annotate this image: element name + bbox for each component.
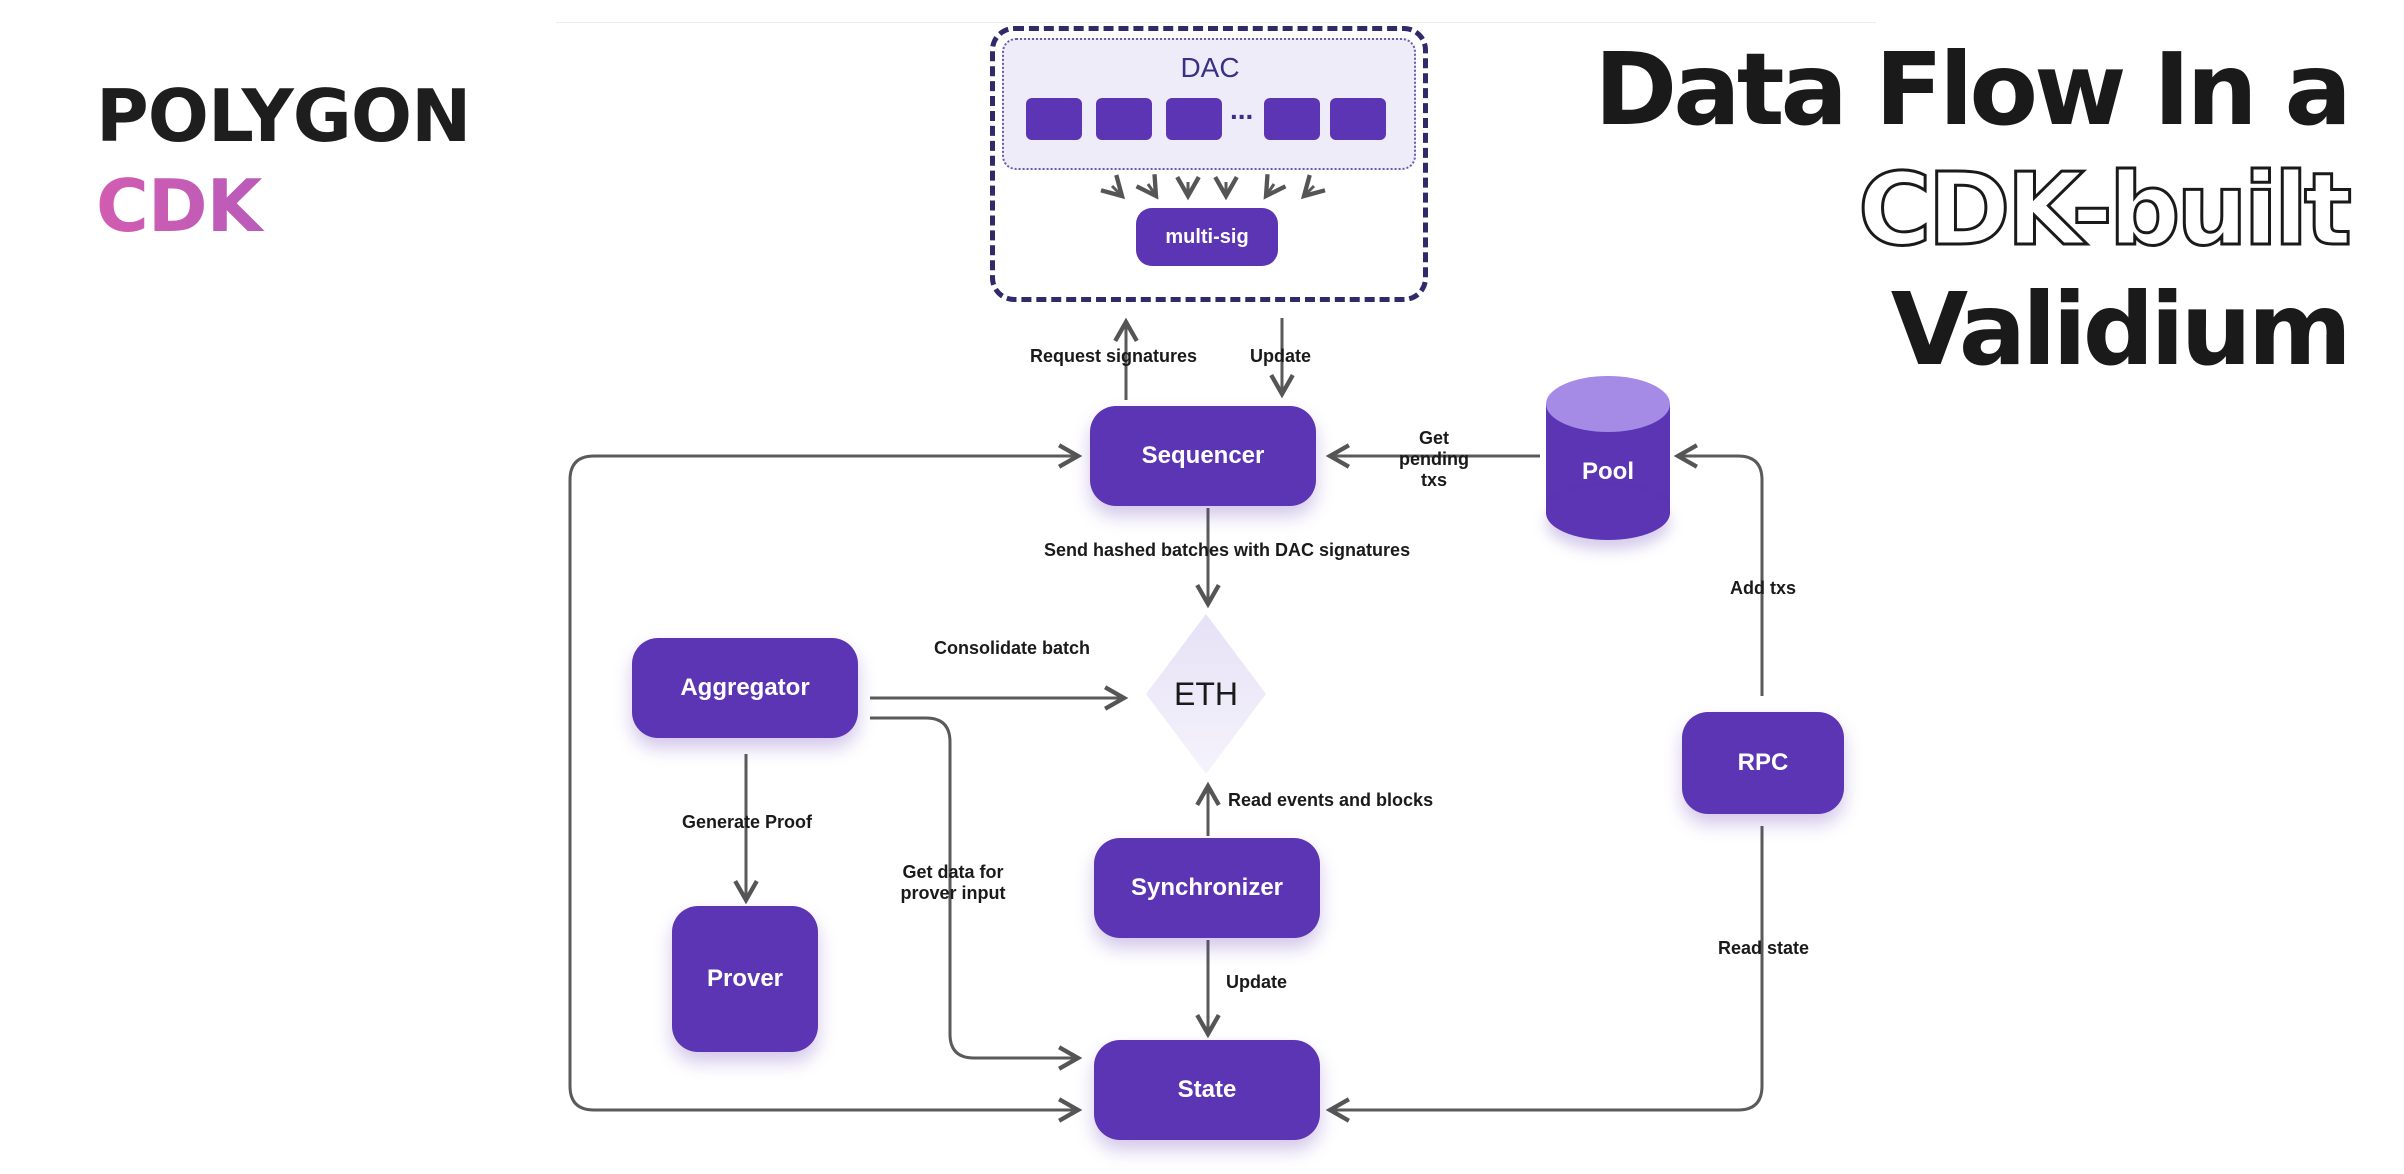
top-divider	[556, 22, 1876, 23]
label-update-top: Update	[1250, 346, 1312, 366]
eth-label: ETH	[1174, 676, 1238, 712]
pool-label: Pool	[1582, 458, 1634, 485]
pool-cylinder-bottom	[1546, 486, 1670, 540]
title-line-3: Validium	[1890, 271, 2352, 388]
label-get-pending-txs: Get pending txs	[1394, 428, 1474, 491]
dac-group	[990, 26, 1428, 302]
pool-node: Pool	[1546, 376, 1670, 540]
dac-label: DAC	[1180, 52, 1240, 83]
synchronizer-node: Synchronizer	[1094, 838, 1320, 938]
label-line: prover input	[900, 883, 1006, 903]
label-generate-proof: Generate Proof	[682, 812, 813, 832]
label-line: pending	[1399, 449, 1469, 469]
label-line: Get	[1418, 428, 1449, 448]
polygon-cdk-logo: POLYGON CDK	[96, 74, 471, 242]
logo-polygon: POLYGON	[96, 74, 471, 158]
label-add-txs: Add txs	[1730, 578, 1797, 598]
eth-node: ETH	[1146, 614, 1266, 774]
label-send-hashed-batches: Send hashed batches with DAC signatures	[1044, 540, 1411, 560]
dac-member	[1096, 98, 1152, 140]
state-node: State	[1094, 1040, 1320, 1140]
dac-member	[1166, 98, 1222, 140]
label-request-signatures: Request signatures	[1030, 346, 1198, 366]
multisig-node: multi-sig	[1136, 208, 1278, 266]
label-read-events-and-blocks: Read events and blocks	[1228, 790, 1434, 810]
dac-member	[1264, 98, 1320, 140]
page-title: Data Flow In a CDK-built Validium	[1594, 30, 2354, 390]
title-line-2: CDK-built	[1857, 150, 2354, 270]
title-line-1: Data Flow In a	[1594, 31, 2352, 148]
prover-node: Prover	[672, 906, 818, 1052]
label-read-state: Read state	[1718, 938, 1810, 958]
label-line: txs	[1420, 470, 1447, 490]
rpc-node: RPC	[1682, 712, 1844, 814]
label-line: Get data for	[902, 862, 1004, 882]
sequencer-node: Sequencer	[1090, 406, 1316, 506]
dac-member	[1330, 98, 1386, 140]
aggregator-node: Aggregator	[632, 638, 858, 738]
pool-cylinder-top	[1546, 376, 1670, 432]
dac-member-ellipsis: ...	[1230, 94, 1254, 125]
label-get-data-for-prover-input: Get data for prover input	[888, 862, 1018, 904]
dac-member	[1026, 98, 1082, 140]
label-update-bottom: Update	[1226, 972, 1288, 992]
logo-cdk: CDK	[96, 170, 470, 242]
label-consolidate-batch: Consolidate batch	[934, 638, 1091, 658]
